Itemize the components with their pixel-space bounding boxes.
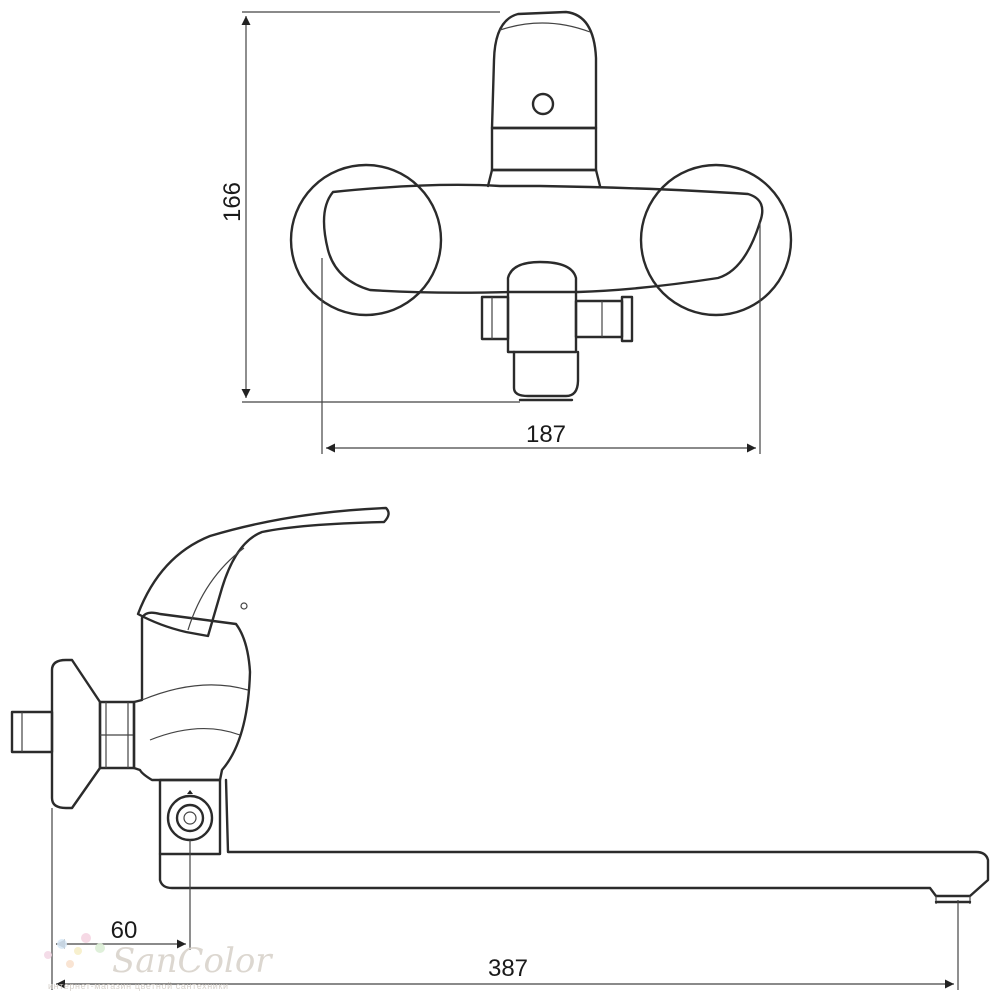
dim-offset-label: 60 xyxy=(111,917,138,944)
front-left-knob xyxy=(480,295,510,341)
front-view: 166 187 xyxy=(219,10,793,454)
sancolor-watermark: SanColor интернет-магазин цветной сантех… xyxy=(44,933,273,991)
front-handle-cap-line xyxy=(499,22,591,33)
front-body xyxy=(322,183,764,294)
side-long-spout xyxy=(158,778,990,898)
watermark-brand: SanColor xyxy=(112,941,273,981)
watermark-tagline: интернет-магазин цветной сантехники xyxy=(48,981,229,991)
front-spout-outlet xyxy=(512,350,580,398)
right-wall-flange xyxy=(639,163,793,317)
side-body xyxy=(132,611,252,782)
side-diverter-knob-inner xyxy=(175,803,205,833)
front-cartridge-neck xyxy=(490,126,598,172)
side-diverter-knob-outer xyxy=(166,794,214,842)
side-wall-flange xyxy=(50,658,102,810)
front-handle-hole xyxy=(531,92,555,116)
side-view: 60 387 xyxy=(10,506,990,990)
front-handle xyxy=(490,10,598,130)
front-neck-base xyxy=(486,168,602,188)
side-lever-handle xyxy=(136,506,390,638)
dim-length-label: 387 xyxy=(488,955,528,982)
front-right-knob xyxy=(574,299,624,339)
left-wall-flange xyxy=(289,163,443,317)
dim-width-label: 187 xyxy=(526,421,566,448)
front-diverter xyxy=(506,260,578,354)
side-inlet-stub xyxy=(10,710,54,754)
dim-height-label: 166 xyxy=(219,182,246,222)
